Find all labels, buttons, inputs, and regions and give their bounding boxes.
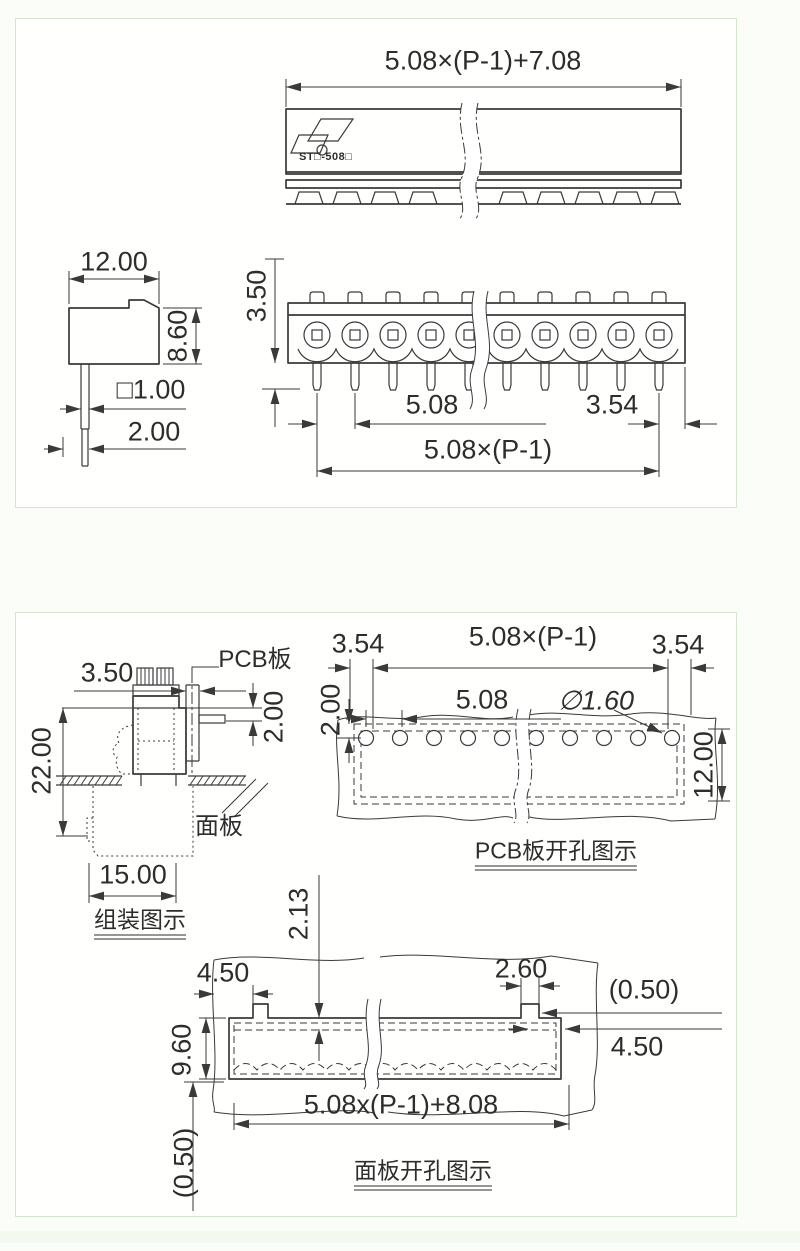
- pin-through-pcb: [198, 714, 226, 724]
- dim-cut-clear-right: (0.50): [608, 974, 680, 1005]
- assembly-view: [56, 666, 269, 903]
- cutout-scallop: [233, 1063, 557, 1071]
- pcb-hole-caption: PCB板开孔图示: [474, 839, 638, 871]
- dimension-drawing-panel-top: 5.08×(P-1)+7.08 ST□-508□ 12.00 8.60 □1.0…: [15, 18, 737, 508]
- dim-pcb-span: 5.08×(P-1): [468, 621, 598, 652]
- dim-pcb-left-end: 3.54: [331, 628, 385, 659]
- panel-cutout-caption: 面板开孔图示: [354, 1159, 492, 1191]
- dim-pin-span: 5.08×(P-1): [423, 434, 553, 465]
- dim-pcb-height: 12.00: [688, 731, 719, 799]
- dim-pcb-right-end: 3.54: [651, 629, 705, 660]
- dim-side-height: 8.60: [162, 309, 193, 363]
- dim-pcb-thickness: 2.00: [258, 690, 289, 744]
- clamp-tabs: [309, 291, 667, 303]
- latch-hook: [112, 724, 134, 775]
- mounting-drawing-panel-bottom: 3.50 PCB板 2.00 22.00 面板 15.00 组装图示 3.54 …: [15, 612, 737, 1217]
- break-line: [513, 708, 533, 824]
- brand-logo-dot: [316, 144, 328, 156]
- dim-pin-offset: 2.00: [127, 416, 181, 447]
- pcb-board-label: PCB板: [218, 646, 292, 673]
- dim-asm-top: 3.50: [80, 657, 134, 688]
- panel-cutout-view: [184, 875, 722, 1211]
- dim-asm-height: 22.00: [26, 727, 57, 795]
- break-line: [363, 998, 382, 1090]
- brand-logo: [290, 118, 355, 154]
- dim-cut-right: 4.50: [610, 1031, 664, 1062]
- dim-overall-length: 5.08×(P-1)+7.08: [384, 45, 582, 76]
- connector-line-art: [44, 79, 717, 477]
- dim-pin-square: □1.00: [116, 374, 186, 405]
- pcb-torn-outline: [336, 712, 719, 822]
- assembly-caption: 组装图示: [94, 908, 186, 940]
- connector-side-view: [44, 271, 202, 467]
- dim-cut-height: 9.60: [166, 1023, 197, 1077]
- dim-side-width: 12.00: [80, 246, 148, 277]
- hole-dia-leader: [613, 709, 663, 734]
- solder-pin: [80, 364, 90, 467]
- solder-pins: [312, 363, 664, 391]
- vent-notches: [294, 191, 680, 205]
- mounting-line-art: [56, 659, 730, 1211]
- break-line: [469, 290, 491, 410]
- clamp-contacts: [303, 321, 673, 349]
- connector-top-view: [285, 79, 682, 220]
- dim-pin-pitch: 5.08: [405, 389, 459, 420]
- connector-front-view: [262, 258, 717, 477]
- dim-front-height: 3.50: [241, 269, 272, 323]
- cutout-outline: [228, 1003, 562, 1080]
- break-line: [459, 102, 482, 220]
- dim-cut-width: 5.08x(P-1)+8.08: [303, 1089, 499, 1120]
- panel-torn-outline: [212, 954, 599, 1117]
- dim-cut-tab-height: 2.13: [283, 887, 314, 941]
- panel-section: [56, 775, 246, 786]
- page-bottom-band: [0, 1231, 800, 1243]
- dim-cut-left: 4.50: [196, 957, 250, 988]
- dim-end-margin: 3.54: [585, 389, 639, 420]
- dim-pcb-edge: 2.00: [315, 683, 346, 737]
- mating-plug-outline: [86, 786, 194, 857]
- front-panel-label: 面板: [195, 813, 243, 840]
- pcb-hole-view: [328, 659, 730, 824]
- pin-holes: [357, 729, 681, 747]
- dim-asm-width: 15.00: [99, 859, 167, 890]
- part-marking: ST□-508□: [299, 151, 353, 163]
- dim-cut-clear-bottom: (0.50): [168, 1127, 199, 1199]
- dim-pcb-pitch: 5.08: [455, 684, 509, 715]
- dim-cut-tab-width: 2.60: [494, 953, 548, 984]
- dim-hole-diameter: ∅1.60: [557, 685, 635, 716]
